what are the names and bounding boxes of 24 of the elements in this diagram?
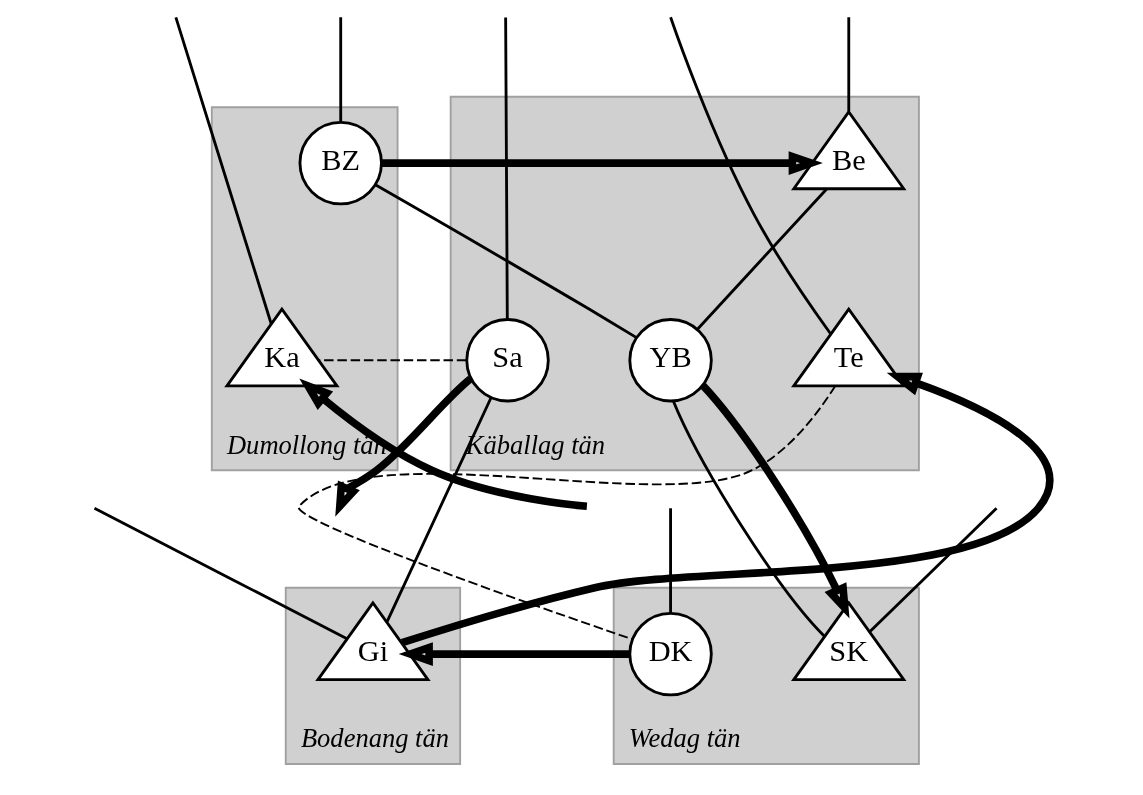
arrow: [699, 382, 849, 619]
connector: [868, 507, 997, 633]
connector: [846, 17, 850, 112]
arrow: [400, 372, 1053, 647]
arrow: [298, 378, 587, 510]
node-circle: Sa: [464, 318, 550, 403]
node-circle: BZ: [298, 120, 383, 206]
connector: [174, 16, 272, 324]
connector: [297, 385, 836, 641]
connector: [374, 183, 637, 339]
node-circle: YB: [627, 318, 713, 403]
connector: [338, 17, 342, 123]
connector: [668, 508, 672, 614]
connector: [503, 17, 509, 320]
connector: [695, 187, 828, 331]
arrow: [334, 375, 473, 517]
connector: [385, 397, 492, 623]
arrow: [398, 642, 629, 667]
node-circle: DK: [627, 611, 713, 697]
connector: [668, 16, 832, 335]
connector: [317, 359, 467, 362]
connector: [93, 507, 348, 641]
arrow: [381, 151, 823, 176]
connector: [671, 400, 826, 638]
